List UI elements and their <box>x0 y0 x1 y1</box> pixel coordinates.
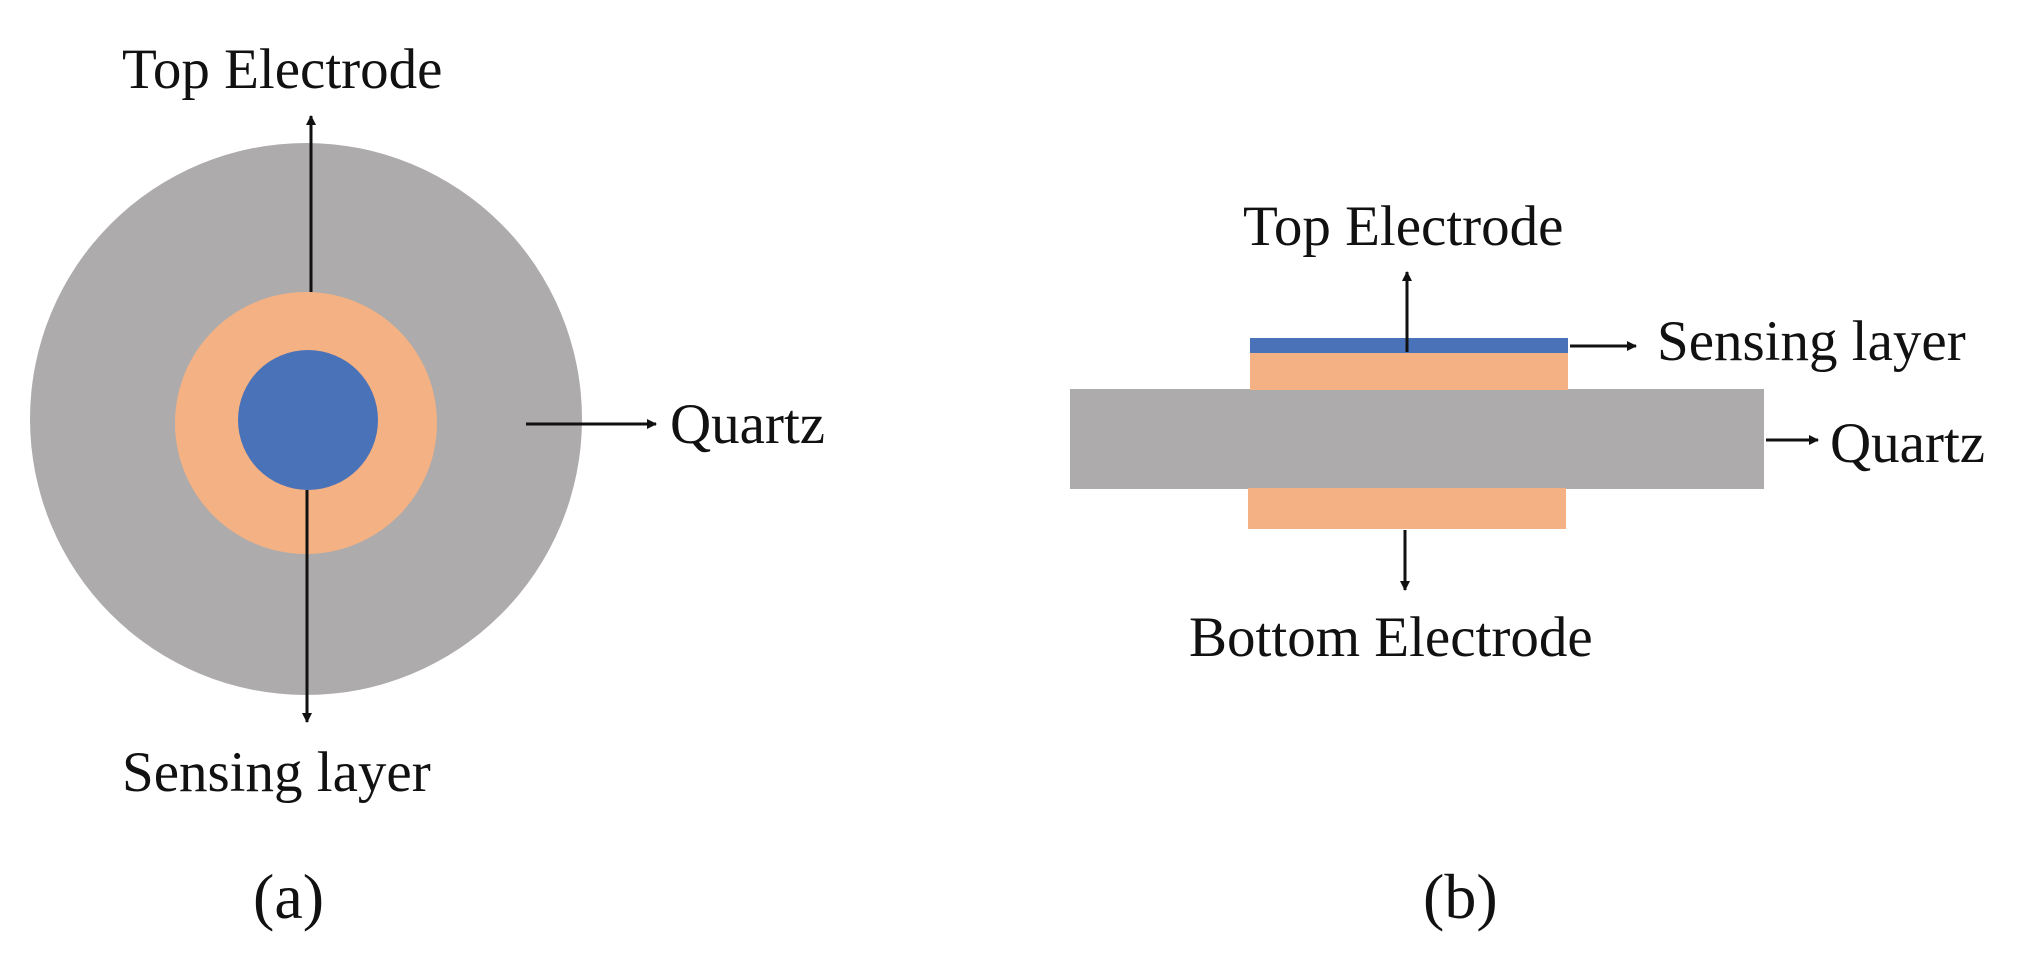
label-sensing-layer-b: Sensing layer <box>1657 310 1966 373</box>
panel-a-top-view: Top Electrode Quartz Sensing layer (a) <box>30 38 825 932</box>
quartz-slab <box>1070 389 1764 489</box>
sensing-layer-disc <box>238 350 378 490</box>
label-bottom-electrode-b: Bottom Electrode <box>1189 606 1593 669</box>
caption-b: (b) <box>1423 861 1498 932</box>
sensing-layer-strip <box>1250 338 1568 353</box>
label-sensing-layer: Sensing layer <box>122 741 431 804</box>
panel-b-cross-section: Top Electrode Sensing layer Quartz Botto… <box>1070 195 1985 932</box>
caption-a: (a) <box>253 861 324 932</box>
label-top-electrode: Top Electrode <box>122 38 442 101</box>
label-quartz: Quartz <box>670 393 825 456</box>
top-electrode-block <box>1250 353 1568 390</box>
bottom-electrode-block <box>1248 488 1566 529</box>
label-quartz-b: Quartz <box>1830 412 1985 475</box>
label-top-electrode-b: Top Electrode <box>1243 195 1563 258</box>
